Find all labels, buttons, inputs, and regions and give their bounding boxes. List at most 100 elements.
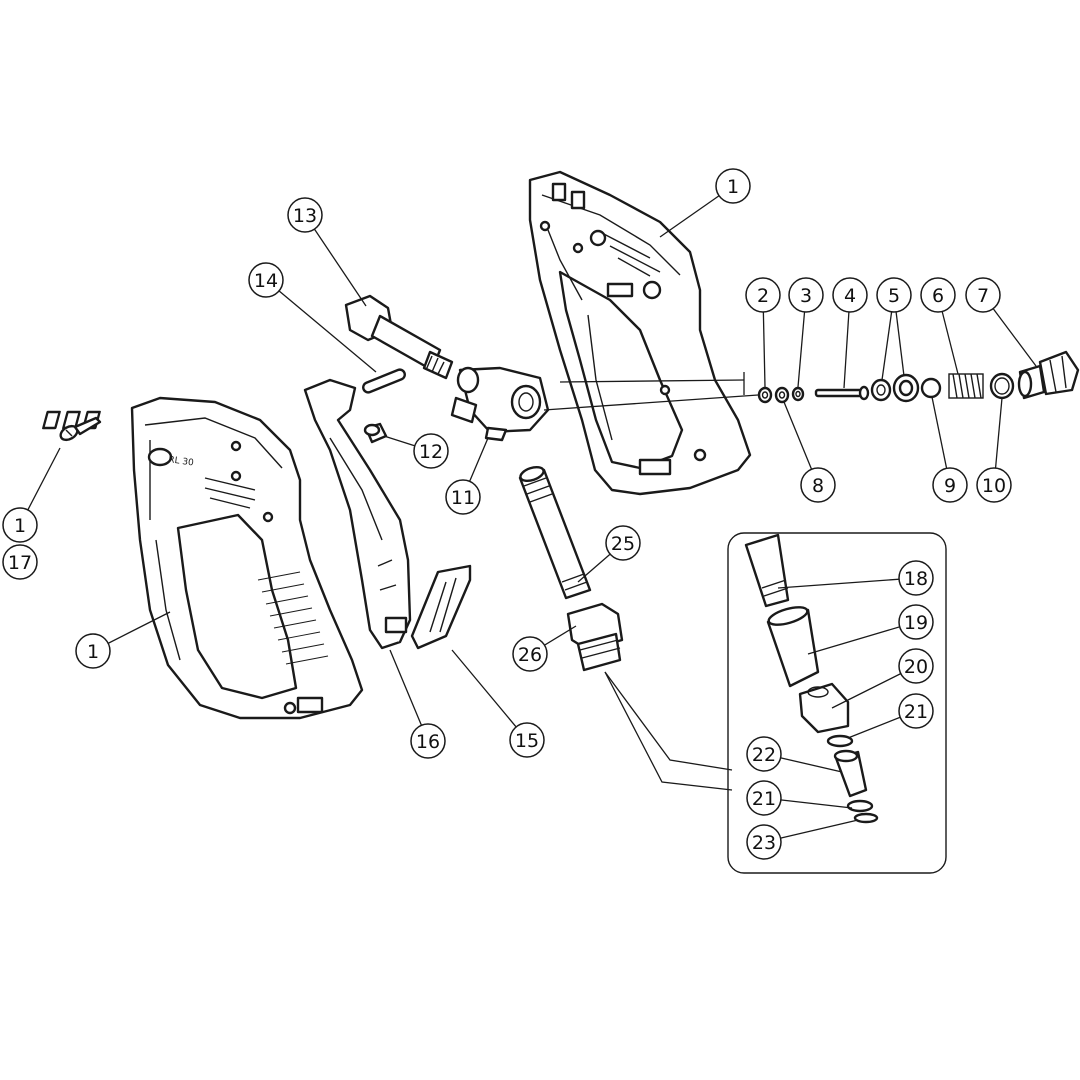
callout-label: 19 [904, 612, 928, 634]
valve-body-part [450, 366, 550, 442]
callout-22: 22 [746, 736, 782, 772]
callout-circle [746, 736, 782, 772]
callout-circle [746, 780, 782, 816]
callout-circle [920, 277, 956, 313]
callout-circle [965, 277, 1001, 313]
callout-label: 14 [254, 270, 278, 292]
callout-circle [745, 277, 781, 313]
callout-circle [715, 168, 751, 204]
callout-circle [2, 507, 38, 543]
callout-label: 12 [419, 441, 443, 463]
spring-6-part [948, 373, 984, 399]
callout-label: 7 [977, 285, 989, 307]
right-handle-shell [528, 170, 752, 496]
pin-part [362, 368, 406, 394]
model-emboss-text: RL 30 [168, 455, 195, 469]
callout-label: 23 [752, 832, 776, 854]
callout-circle [248, 262, 284, 298]
inset-oring-21-bottom-part [846, 799, 874, 813]
hex-adapter-26-part [566, 602, 624, 672]
callout-1-screw: 1 [2, 507, 38, 543]
callout-circle [800, 467, 836, 503]
screw-part [59, 416, 102, 442]
trigger-lever-part [303, 378, 412, 650]
washer-5-part [870, 378, 892, 402]
callout-11: 11 [445, 479, 481, 515]
callout-2: 2 [745, 277, 781, 313]
callout-label: 2 [757, 285, 769, 307]
callout-19: 19 [898, 604, 934, 640]
callout-label: 25 [611, 533, 635, 555]
callout-1-right-handle: 1 [715, 168, 751, 204]
callout-label: 20 [904, 656, 928, 678]
callout-7: 7 [965, 277, 1001, 313]
ring-8-part [774, 386, 790, 404]
callout-8: 8 [800, 467, 836, 503]
callout-5: 5 [876, 277, 912, 313]
inset-nut-20-part [798, 682, 850, 734]
cap-7-part [1017, 350, 1080, 400]
callout-label: 21 [904, 701, 928, 723]
callout-label: 18 [904, 568, 928, 590]
grip-texture [257, 571, 329, 665]
ball-9-part [920, 377, 942, 399]
callout-21-bottom: 21 [746, 780, 782, 816]
callout-circle [605, 525, 641, 561]
oring-10-part [989, 372, 1015, 400]
callout-9: 9 [932, 467, 968, 503]
callout-label: 1 [727, 176, 739, 198]
inset-oring-23-part [853, 812, 879, 824]
callout-label: 3 [800, 285, 812, 307]
callout-14: 14 [248, 262, 284, 298]
callout-label: 15 [515, 730, 539, 752]
callout-10: 10 [976, 467, 1012, 503]
detail-inset-box [727, 532, 947, 874]
callout-label: 8 [812, 475, 824, 497]
callout-16: 16 [410, 723, 446, 759]
callout-circle [898, 648, 934, 684]
callout-circle [287, 197, 323, 233]
callout-6: 6 [920, 277, 956, 313]
callout-circle [512, 636, 548, 672]
callout-label: 1 [87, 641, 99, 663]
callout-circle [898, 693, 934, 729]
callout-circle [976, 467, 1012, 503]
callout-label: 1 [14, 515, 26, 537]
callout-circle [832, 277, 868, 313]
small-cylinder-part [363, 422, 388, 444]
callout-12: 12 [413, 433, 449, 469]
callout-circle [746, 824, 782, 860]
callout-1-left-handle: 1 [75, 633, 111, 669]
callout-label: 17 [8, 552, 32, 574]
callout-circle [2, 544, 38, 580]
callout-circle [876, 277, 912, 313]
callout-label: 6 [932, 285, 944, 307]
callout-17: 17 [2, 544, 38, 580]
callout-label: 4 [844, 285, 856, 307]
callout-circle [410, 723, 446, 759]
pipe-25-part [518, 465, 592, 600]
callout-20: 20 [898, 648, 934, 684]
callout-23: 23 [746, 824, 782, 860]
callout-label: 5 [888, 285, 900, 307]
callout-4: 4 [832, 277, 868, 313]
callout-25: 25 [605, 525, 641, 561]
callout-21-top: 21 [898, 693, 934, 729]
callout-26: 26 [512, 636, 548, 672]
callout-label: 9 [944, 475, 956, 497]
callout-18: 18 [898, 560, 934, 596]
inset-sleeve-19-part [766, 606, 820, 688]
callout-13: 13 [287, 197, 323, 233]
inset-nozzle-22-part [833, 749, 868, 798]
callout-circle [898, 560, 934, 596]
callout-3: 3 [788, 277, 824, 313]
callout-circle [788, 277, 824, 313]
left-handle-shell: RL 30 [42, 396, 364, 720]
clip-part [410, 564, 472, 650]
callout-label: 22 [752, 744, 776, 766]
callout-circle [509, 722, 545, 758]
callout-circle [75, 633, 111, 669]
callout-label: 26 [518, 644, 542, 666]
